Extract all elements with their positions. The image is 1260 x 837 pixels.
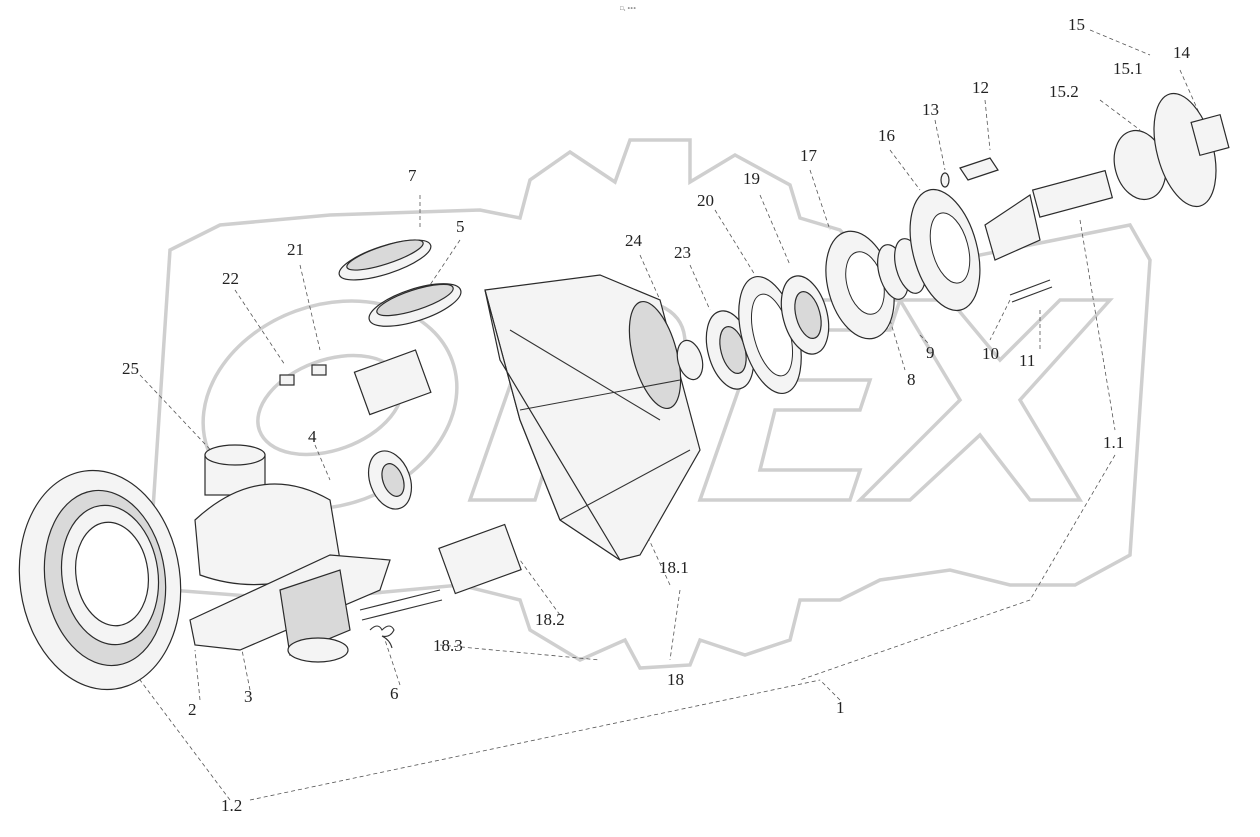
label-1-1: 1.1 bbox=[1103, 433, 1125, 452]
label-16: 16 bbox=[878, 126, 895, 145]
label-5: 5 bbox=[456, 217, 465, 236]
label-11: 11 bbox=[1019, 351, 1036, 370]
label-21: 21 bbox=[287, 240, 304, 259]
flange-nut bbox=[1190, 113, 1230, 157]
header-mark: □₁ ∘∘∘ bbox=[620, 6, 637, 12]
drive-pinion bbox=[984, 169, 1114, 261]
label-15-1: 15.1 bbox=[1113, 59, 1143, 78]
watermark-gear bbox=[148, 138, 1152, 670]
label-14: 14 bbox=[1173, 43, 1190, 62]
bearing-19 bbox=[780, 275, 830, 355]
label-3: 3 bbox=[244, 687, 253, 706]
label-15: 15 bbox=[1068, 15, 1085, 34]
bolt-11 bbox=[1009, 279, 1053, 303]
label-7: 7 bbox=[408, 166, 417, 185]
label-19: 19 bbox=[743, 169, 760, 188]
adjusting-nut-7 bbox=[338, 239, 432, 281]
bearing-4 bbox=[367, 450, 413, 510]
label-1-2: 1.2 bbox=[221, 796, 243, 815]
bearing-cap-lower bbox=[438, 523, 522, 595]
label-20: 20 bbox=[697, 191, 714, 210]
pinion-bearing-24 bbox=[676, 339, 704, 381]
differential-case bbox=[189, 444, 391, 663]
label-18-2: 18.2 bbox=[535, 610, 565, 629]
label-23: 23 bbox=[674, 243, 691, 262]
label-15-2: 15.2 bbox=[1049, 82, 1079, 101]
carrier-housing bbox=[484, 274, 701, 561]
label-10: 10 bbox=[982, 344, 999, 363]
label-13: 13 bbox=[922, 100, 939, 119]
leader-lines bbox=[139, 29, 1201, 801]
bearing-cage-16 bbox=[909, 188, 981, 312]
label-9: 9 bbox=[926, 343, 935, 362]
bolt-12 bbox=[959, 157, 999, 181]
label-6: 6 bbox=[390, 684, 399, 703]
cap-bolts bbox=[279, 364, 327, 386]
label-2: 2 bbox=[188, 700, 197, 719]
label-24: 24 bbox=[625, 231, 642, 250]
washer-13 bbox=[940, 172, 950, 188]
label-4: 4 bbox=[308, 427, 317, 446]
label-1: 1 bbox=[836, 698, 845, 717]
ring-gear bbox=[18, 469, 182, 691]
bearing-cup-5 bbox=[368, 283, 462, 327]
label-18-1: 18.1 bbox=[659, 558, 689, 577]
label-18-3: 18.3 bbox=[433, 636, 463, 655]
label-22: 22 bbox=[222, 269, 239, 288]
bolt-18-3 bbox=[359, 589, 443, 621]
watermark-letter-o bbox=[201, 299, 459, 511]
label-8: 8 bbox=[907, 370, 916, 389]
spring bbox=[369, 625, 395, 649]
label-25: 25 bbox=[122, 359, 139, 378]
bearing-cap-upper bbox=[353, 349, 432, 416]
label-17: 17 bbox=[800, 146, 817, 165]
label-12: 12 bbox=[972, 78, 989, 97]
label-18: 18 bbox=[667, 670, 684, 689]
flange-17 bbox=[825, 230, 895, 340]
